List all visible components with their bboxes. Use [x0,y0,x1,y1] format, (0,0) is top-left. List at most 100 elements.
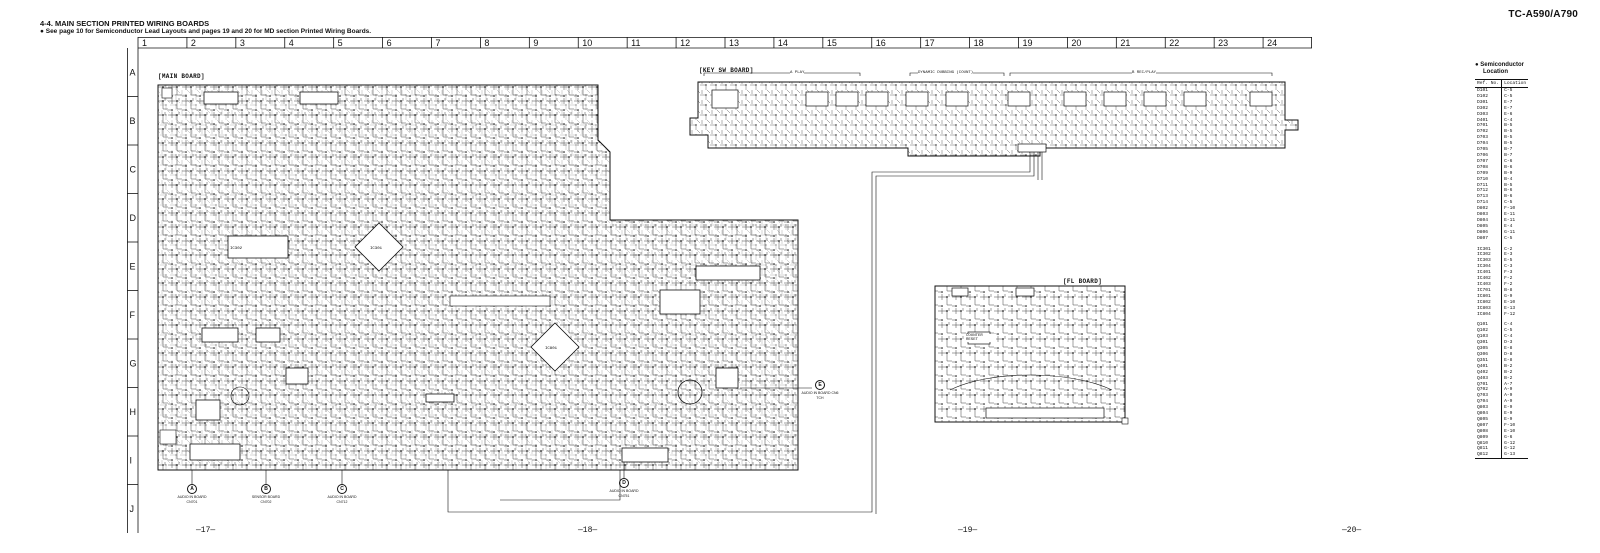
legend-location: D-3 [1501,340,1529,347]
legend-location: F-10 [1501,422,1529,429]
legend-location: B-7 [1501,147,1529,153]
connector-b: B SENSOR BOARD CN702 [246,484,286,505]
grid-row-B: B [130,116,136,126]
legend-ref: Q403 [1477,375,1489,381]
legend-location: E-11 [1501,217,1529,224]
connector-a-text: AUDIO IN BOARD CN701 [177,495,207,504]
legend-row: Q305 E-8 [1475,346,1529,352]
legend-ref: Q811 [1477,446,1489,452]
grid-col-14: 14 [778,38,788,48]
legend-location: C-5 [1501,200,1529,207]
legend-location: E-8 [1501,346,1529,352]
legend-location: B-6 [1501,164,1529,171]
fl-tag-counter-reset: COUNTER RESET [966,334,996,342]
legend-location: E-3 [1501,252,1529,259]
legend-ref: D713 [1477,194,1489,200]
legend-ref: D102 [1477,93,1489,99]
grid-col-4: 4 [289,38,294,48]
legend-location: B-5 [1501,141,1529,148]
legend-location: F-2 [1501,276,1529,282]
connector-b-text: SENSOR BOARD CN702 [251,495,281,504]
legend-location: B-7 [1501,152,1529,159]
grid-col-12: 12 [680,38,690,48]
legend-ref: IC402 [1477,276,1491,282]
main-board-label: [MAIN BOARD] [158,73,205,80]
connector-e-text: AUDIO IN BOARD CN6 TCH [801,391,839,400]
legend-location: E-8 [1501,357,1529,364]
grid-row-D: D [130,213,137,223]
page-number-20: —20— [1342,526,1362,535]
grid-col-9: 9 [533,38,538,48]
connector-e: E AUDIO IN BOARD CN6 TCH [800,380,840,401]
grid-row-E: E [130,261,136,271]
grid-row-H: H [130,407,137,417]
legend-ref: D703 [1477,135,1489,141]
legend-location: E-6 [1501,111,1529,118]
legend-ref: Q101 [1477,322,1489,328]
key-sw-tag-a-play: A PLAY [790,71,805,75]
svg-text:IC801: IC801 [545,347,558,351]
legend-ref: Q102 [1477,328,1489,334]
grid-row-I: I [130,455,133,465]
legend-location: B-6 [1501,188,1529,195]
grid-col-8: 8 [484,38,489,48]
legend-location: E-11 [1501,212,1529,218]
legend-ref: D807 [1477,235,1489,241]
grid-col-10: 10 [582,38,592,48]
section-note: ● See page 10 for Semiconductor Lead Lay… [40,28,372,35]
legend-ref: IC301 [1477,246,1491,252]
legend-location: E-5 [1501,258,1529,265]
page-number-18: —18— [578,526,598,535]
grid-col-19: 19 [1023,38,1033,48]
legend-ref: D708 [1477,164,1489,170]
legend-ref: Q808 [1477,428,1489,434]
legend-location: B-6 [1501,194,1529,201]
legend-ref: D401 [1477,117,1489,123]
connector-b-mark: B [261,484,271,494]
legend-ref: D802 [1477,206,1489,212]
legend-ref: D302 [1477,105,1489,111]
key-sw-tag-b-rec-play: B REC/PLAY [1132,71,1157,75]
grid-col-18: 18 [974,38,984,48]
legend-ref: D714 [1477,200,1489,206]
legend-ref: Q305 [1477,346,1489,352]
legend-location: A-9 [1501,399,1529,406]
legend-row: IC402 F-2 [1475,276,1529,282]
fl-board-label: [FL BOARD] [1063,278,1103,285]
connector-d-text: AUDIO IN BOARD CN751 [609,489,639,498]
legend-location: B-5 [1501,182,1529,189]
legend-location: E-4 [1501,223,1529,230]
legend-location: B-2 [1501,369,1529,376]
legend-location: B-2 [1501,375,1529,382]
legend-ref: D707 [1477,158,1489,164]
grid-col-5: 5 [338,38,343,48]
grid-col-7: 7 [436,38,441,48]
legend-row: D714 C-5 [1475,200,1529,207]
legend-ref: D712 [1477,188,1489,194]
legend-location: G-6 [1501,434,1529,441]
